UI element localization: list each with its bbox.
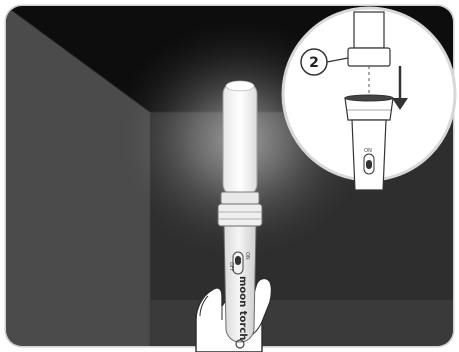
brand-label: moon torch — [237, 276, 248, 340]
left-wall — [6, 6, 150, 346]
step-number: 2 — [309, 55, 319, 71]
inset-detail: ON 2 — [281, 6, 457, 191]
inset-switch-label: ON — [364, 148, 372, 154]
switch-on-label: ON — [244, 252, 250, 260]
torch: ON OFF moon torch — [217, 80, 263, 349]
switch-off-label: OFF — [228, 262, 234, 272]
down-arrow-icon — [392, 98, 408, 110]
